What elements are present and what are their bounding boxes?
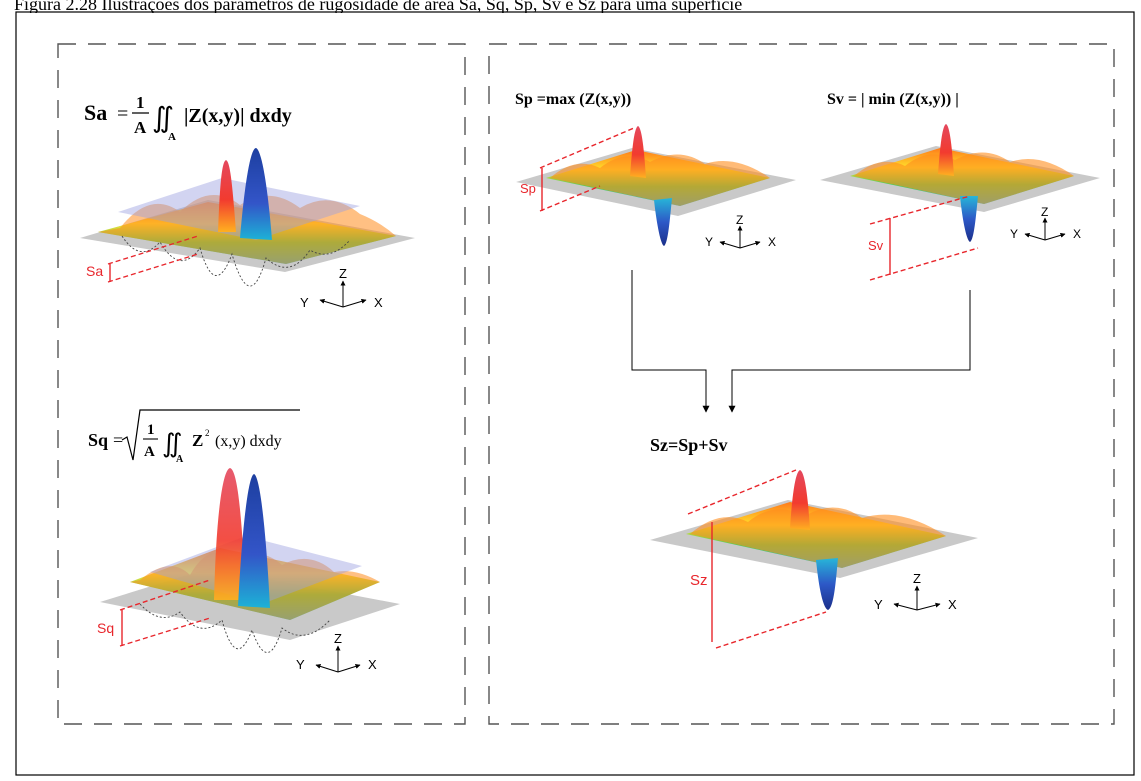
sa-frac-den: A — [134, 118, 147, 137]
sq-frac-den: A — [144, 444, 155, 460]
sp-formula: Sp =max (Z(x,y)) — [515, 91, 631, 108]
sq-axis-y: Y — [296, 657, 305, 672]
sq-integral: ∬ — [162, 429, 183, 458]
figure-caption: Figura 2.28 Ilustrações dos parâmetros d… — [14, 0, 743, 13]
sp-marker-label: Sp — [520, 181, 536, 196]
sz-surface-plot: Sz — [650, 469, 978, 649]
sa-axis-x: X — [374, 295, 383, 310]
sz-formula: Sz=Sp+Sv — [650, 435, 728, 455]
sa-symbol: Sa — [84, 100, 107, 125]
sa-integral: ∬ — [152, 103, 174, 134]
sz-axis-z: Z — [913, 571, 921, 586]
sp-axis-y: Y — [705, 235, 713, 249]
sa-body: |Z(x,y)| dxdy — [184, 105, 292, 127]
left-dashed-panel — [57, 43, 466, 725]
sq-axis-x: X — [368, 657, 377, 672]
sa-surface-plot: Sa — [80, 148, 415, 287]
sq-integral-sub: A — [176, 454, 184, 465]
sa-marker-label: Sa — [86, 263, 103, 279]
connector-arrows — [631, 270, 971, 413]
sp-axis-triad: Z Y X — [705, 213, 776, 249]
sq-symbol: Sq — [88, 430, 108, 450]
figure-frame — [15, 11, 1135, 776]
sa-axis-z: Z — [339, 266, 347, 281]
right-dashed-panel — [488, 43, 1115, 725]
sq-equals: = — [113, 430, 123, 450]
sa-formula: Sa = 1 A ∬ A |Z(x,y)| dxdy — [84, 93, 292, 143]
sq-formula: Sq = 1 A ∬ A Z 2 (x,y) dxdy — [88, 409, 300, 465]
sa-frac-num: 1 — [136, 93, 145, 112]
sp-axis-z: Z — [736, 213, 743, 227]
sq-body-rest: (x,y) dxdy — [215, 433, 282, 450]
sq-frac-num: 1 — [147, 422, 155, 438]
sz-marker-label: Sz — [690, 572, 708, 589]
sv-axis-x: X — [1073, 227, 1081, 241]
sp-axis-x: X — [768, 235, 776, 249]
sz-axis-y: Y — [874, 597, 883, 612]
sv-surface-plot: Sv — [820, 124, 1100, 281]
sq-axis-triad: Z Y X — [296, 631, 377, 673]
sz-axis-x: X — [948, 597, 957, 612]
sa-equals: = — [117, 103, 128, 125]
sv-formula: Sv = | min (Z(x,y)) | — [827, 91, 959, 108]
sa-axis-triad: Z Y X — [300, 266, 383, 310]
sv-axis-y: Y — [1010, 227, 1018, 241]
sa-axis-y: Y — [300, 295, 309, 310]
sq-axis-z: Z — [334, 631, 342, 646]
sv-axis-triad: Z Y X — [1010, 205, 1081, 241]
sz-axis-triad: Z Y X — [874, 571, 957, 612]
sv-marker-label: Sv — [868, 238, 884, 253]
sq-body-sup: 2 — [205, 428, 210, 438]
sv-axis-z: Z — [1041, 205, 1048, 219]
sq-surface-plot: Sq — [97, 468, 400, 653]
sq-body-z: Z — [192, 431, 203, 450]
sq-marker-label: Sq — [97, 620, 114, 636]
sp-surface-plot: Sp — [516, 126, 796, 246]
sa-integral-sub: A — [168, 131, 176, 143]
